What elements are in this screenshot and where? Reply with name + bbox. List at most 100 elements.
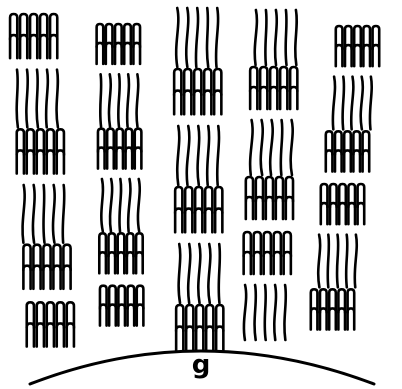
fold-loop-col-5-5-0-b: [311, 308, 318, 329]
fold-loop-col-1-4-0-b: [23, 266, 30, 289]
fold-loop-col-4-1-4-b: [290, 87, 297, 109]
fold-loop-col-5-5-4-b: [348, 308, 355, 329]
fold-loop-col-3-3-2-b: [195, 209, 202, 233]
fibre-strand-col-4-5-0: [244, 285, 246, 340]
fibre-strand-col-4-5-3: [274, 285, 276, 340]
fold-loop-col-3-5-2-b: [196, 327, 203, 351]
fold-loop-col-1-5-4-b: [67, 323, 74, 346]
fold-loop-col-3-5-3-b: [206, 327, 213, 351]
fold-loop-col-3-1-4-b: [214, 91, 221, 115]
fold-loop-col-4-3-3-b: [276, 197, 283, 219]
fibre-strand-col-4-5-1: [255, 285, 256, 340]
fold-loop-col-1-0-1-b: [20, 35, 27, 58]
fold-loop-col-1-5-3-b: [57, 323, 64, 346]
fold-loop-col-4-4-4-b: [284, 252, 291, 274]
fibre-strand-col-1-1-2: [37, 70, 38, 128]
fibre-strand-col-3-4-3: [208, 244, 210, 303]
fold-loop-col-3-3-0-b: [175, 209, 182, 233]
fibre-strand-col-4-2-3: [281, 120, 283, 175]
fold-loop-col-1-2-3-b: [47, 150, 54, 173]
fold-loop-col-4-4-1-b: [254, 252, 261, 274]
fold-loop-col-1-5-1-b: [37, 323, 44, 346]
fold-loop-col-4-1-3-b: [280, 87, 287, 109]
fold-loop-col-5-5-3-b: [338, 308, 345, 329]
fold-loop-col-2-2-3-b: [126, 148, 133, 169]
fibre-strand-col-5-1-4: [370, 77, 372, 130]
fibre-strand-col-3-0-0: [176, 8, 178, 67]
fibre-strand-col-2-3-4: [138, 179, 140, 231]
fibre-strand-col-4-0-0: [255, 10, 257, 65]
fold-loop-col-4-1-0-b: [250, 87, 257, 109]
fold-loop-col-5-0-3-b: [363, 45, 370, 66]
fibre-strand-col-4-0-2: [275, 10, 277, 65]
fold-loop-col-2-5-4-b: [137, 305, 144, 326]
fibre-strand-col-4-5-4: [284, 285, 285, 340]
fold-loop-col-5-3-4-b: [358, 203, 365, 224]
fold-loop-col-4-1-1-b: [260, 87, 267, 109]
fold-loop-col-4-3-2-b: [266, 197, 273, 219]
fold-loop-col-3-1-1-b: [184, 91, 191, 115]
fold-loop-col-4-3-1-b: [256, 197, 263, 219]
fold-loop-col-1-2-0-b: [17, 150, 24, 173]
fold-loop-col-3-1-3-b: [204, 91, 211, 115]
fibre-strand-col-3-4-2: [198, 244, 200, 303]
fold-loop-col-5-2-0-b: [326, 150, 333, 171]
fold-loop-col-3-3-1-b: [185, 209, 192, 233]
fibre-strand-col-4-0-3: [286, 10, 287, 65]
fibre-strand-col-1-1-0: [17, 70, 18, 128]
fold-loop-col-5-5-2-b: [329, 308, 336, 329]
fibre-strand-col-5-1-2: [351, 77, 353, 130]
fibre-strand-col-2-1-1: [109, 74, 111, 126]
fold-loop-col-1-4-3-b: [53, 266, 60, 289]
fibre-strand-col-2-1-4: [137, 74, 139, 126]
fold-loop-col-1-0-3-b: [40, 35, 47, 58]
fold-loop-col-2-4-3-b: [127, 252, 134, 273]
fold-loop-col-5-5-1-b: [320, 308, 327, 329]
fold-loop-col-1-4-4-b: [63, 266, 70, 289]
fibre-strand-col-4-0-1: [265, 10, 266, 65]
fold-loop-col-4-3-4-b: [286, 197, 293, 219]
fold-loop-col-1-0-2-b: [30, 35, 37, 58]
fibre-columns: [10, 8, 379, 350]
fibre-strand-col-1-3-0: [23, 185, 25, 243]
fibre-strand-col-3-4-4: [219, 244, 220, 303]
fold-loop-col-5-2-3-b: [353, 150, 360, 171]
fold-loop-col-2-0-1-b: [106, 43, 113, 64]
fold-loop-col-5-2-2-b: [344, 150, 351, 171]
fold-loop-col-1-2-1-b: [27, 150, 34, 173]
fold-loop-col-1-5-0-b: [27, 323, 34, 346]
fold-loop-col-3-5-0-b: [176, 327, 183, 351]
fold-loop-col-2-2-0-b: [98, 148, 105, 169]
fibre-strand-col-5-4-4: [355, 235, 357, 288]
fold-loop-col-3-5-1-b: [186, 327, 193, 351]
fibre-strand-col-1-3-1: [33, 185, 35, 243]
fold-loop-col-2-5-0-b: [100, 305, 107, 326]
fold-loop-col-5-2-4-b: [363, 150, 370, 171]
fibre-strand-col-2-3-0: [101, 179, 103, 231]
fold-loop-col-5-2-1-b: [335, 150, 342, 171]
fold-loop-col-4-4-2-b: [264, 252, 271, 274]
fibre-strand-col-4-2-0: [250, 120, 252, 175]
fold-loop-col-3-5-4-b: [216, 327, 223, 351]
fold-loop-col-2-2-1-b: [107, 148, 114, 169]
fold-loop-col-2-0-3-b: [124, 43, 131, 64]
fibre-strand-col-2-1-2: [118, 74, 120, 126]
fold-loop-col-2-4-0-b: [99, 252, 106, 273]
fold-loop-col-2-5-3-b: [128, 305, 135, 326]
fibre-strand-col-2-3-1: [110, 179, 112, 231]
fibre-strand-col-5-4-1: [328, 235, 329, 288]
fibre-strand-col-4-0-4: [295, 10, 296, 65]
fold-loop-col-2-0-4-b: [133, 43, 140, 64]
fibre-strand-col-5-4-2: [337, 235, 338, 288]
fibre-strand-col-4-2-2: [270, 120, 273, 175]
fold-loop-col-1-4-1-b: [33, 266, 40, 289]
fold-loop-col-2-2-4-b: [135, 148, 142, 169]
fibre-strand-col-2-1-0: [100, 74, 101, 126]
fibre-strand-col-3-0-4: [216, 8, 218, 67]
fibre-strand-col-1-1-4: [57, 70, 58, 128]
fold-loop-col-5-3-2-b: [339, 203, 346, 224]
fold-loop-col-4-1-2-b: [270, 87, 277, 109]
fold-loop-col-2-5-2-b: [118, 305, 125, 326]
